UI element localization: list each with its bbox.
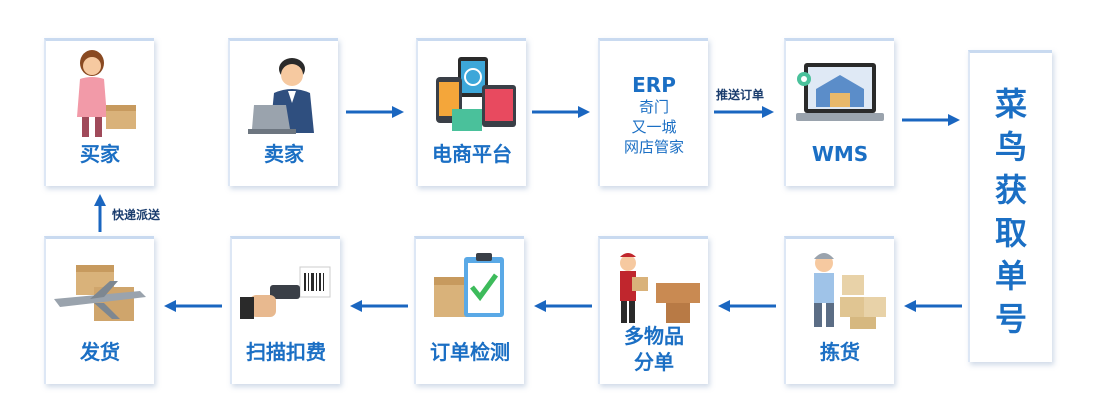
arrow-split-to-check <box>534 300 592 312</box>
seller-label: 卖家 <box>264 142 304 166</box>
ship-card: 发货 <box>44 236 154 384</box>
split-card: 多物品分单 <box>598 236 708 384</box>
pick-label: 拣货 <box>820 340 860 364</box>
pick-card: 拣货 <box>784 236 894 384</box>
woman-with-box-icon <box>46 49 154 141</box>
cainiao-label: 菜鸟获取单号 <box>994 85 1027 338</box>
wms-label: WMS <box>811 142 869 166</box>
worker-boxes-icon <box>786 247 894 339</box>
checklist-box-icon <box>416 247 524 339</box>
seller-card: 卖家 <box>228 38 338 186</box>
arrow-scan-to-ship <box>164 300 222 312</box>
man-at-laptop-icon <box>230 49 338 141</box>
express-delivery-label: 快递派送 <box>112 208 161 222</box>
scan-card: 扫描扣费 <box>230 236 340 384</box>
platform-card: 电商平台 <box>416 38 526 186</box>
wms-card: WMS <box>784 38 894 186</box>
laptop-warehouse-icon <box>786 49 894 141</box>
cainiao-card: 菜鸟获取单号 <box>968 50 1052 362</box>
arrow-cainiao-to-pick <box>904 300 962 312</box>
shopping-devices-icon <box>418 49 526 141</box>
arrow-check-to-scan <box>350 300 408 312</box>
split-label: 多物品分单 <box>600 323 708 375</box>
erp-card: ERP 奇门 又一城 网店管家 <box>598 38 708 186</box>
erp-line4: 网店管家 <box>623 138 684 156</box>
erp-line2: 奇门 <box>638 98 669 116</box>
barcode-scanner-icon <box>232 247 340 339</box>
push-order-label: 推送订单 <box>716 88 765 102</box>
arrow-erp-to-wms <box>714 106 774 118</box>
check-card: 订单检测 <box>414 236 524 384</box>
erp-text: ERP 奇门 又一城 网店管家 <box>600 73 708 157</box>
erp-line3: 又一城 <box>631 118 677 136</box>
arrow-ship-to-buyer <box>94 194 106 232</box>
erp-line1: ERP <box>632 73 676 97</box>
ship-label: 发货 <box>80 340 120 364</box>
arrow-pick-to-split <box>718 300 776 312</box>
split-label-text: 多物品分单 <box>624 324 684 374</box>
arrow-wms-to-cainiao <box>902 114 960 126</box>
courier-boxes-icon <box>600 247 708 339</box>
scan-label: 扫描扣费 <box>246 340 326 364</box>
airplane-boxes-icon <box>46 247 154 339</box>
arrow-seller-to-platform <box>346 106 404 118</box>
buyer-label: 买家 <box>80 142 120 166</box>
arrow-platform-to-erp <box>532 106 590 118</box>
buyer-card: 买家 <box>44 38 154 186</box>
check-label: 订单检测 <box>430 340 510 364</box>
platform-label: 电商平台 <box>432 142 512 166</box>
